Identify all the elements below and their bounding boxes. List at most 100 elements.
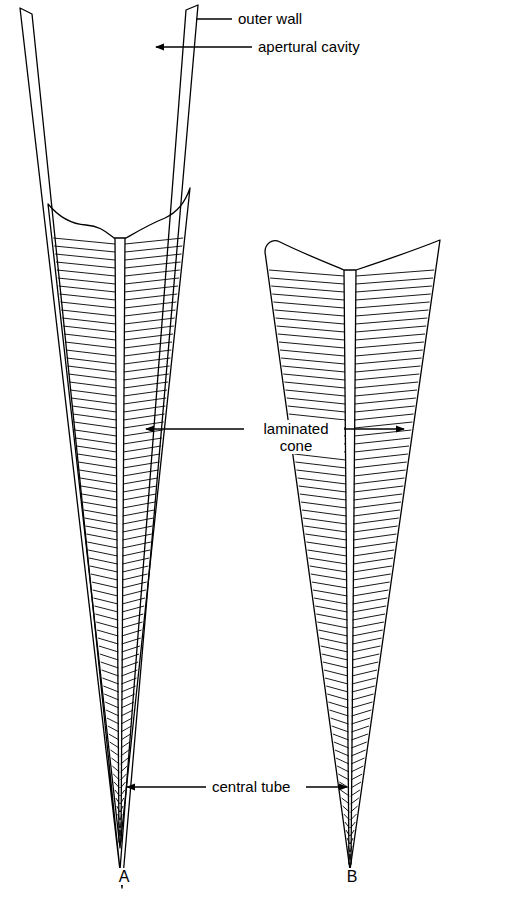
- lamina-stroke: [310, 566, 347, 572]
- part-label: outer wall: [236, 10, 304, 27]
- lamina-stroke: [351, 814, 357, 820]
- lamina-stroke: [299, 486, 347, 492]
- lamina-stroke: [123, 518, 154, 524]
- lamina-stroke: [77, 446, 117, 452]
- lamina-stroke: [80, 478, 117, 484]
- lamina-stroke: [276, 318, 345, 324]
- lamina-stroke: [69, 382, 116, 388]
- lamina-stroke: [105, 702, 119, 708]
- lamina-stroke: [120, 798, 123, 804]
- leader-arrow: [146, 428, 244, 429]
- lamina-stroke: [354, 478, 405, 484]
- lamina-stroke: [123, 438, 162, 444]
- lamina-stroke: [337, 766, 349, 772]
- lamina-stroke: [101, 662, 119, 668]
- lamina-stroke: [274, 310, 344, 316]
- lamina-stroke: [356, 310, 429, 316]
- lamina-stroke: [122, 606, 144, 612]
- lamina-stroke: [78, 462, 117, 468]
- lamina-stroke: [124, 382, 168, 388]
- lamina-stroke: [73, 414, 117, 420]
- lamina-stroke: [353, 550, 394, 556]
- lamina-stroke: [331, 718, 349, 724]
- laminated-cone-outline: [48, 188, 190, 848]
- lamina-stroke: [120, 814, 122, 820]
- lamina-stroke: [123, 534, 152, 540]
- lamina-stroke: [124, 366, 170, 372]
- lamina-stroke: [350, 854, 352, 860]
- lamina-stroke: [112, 766, 119, 772]
- lamina-stroke: [325, 678, 348, 684]
- lamina-stroke: [110, 742, 120, 748]
- lamina-stroke: [326, 686, 348, 692]
- lamina-stroke: [309, 558, 347, 564]
- lamina-stroke: [123, 462, 159, 468]
- lamina-stroke: [121, 774, 127, 780]
- lamina-stroke: [340, 790, 349, 796]
- lamina-stroke: [106, 710, 119, 716]
- lamina-stroke: [354, 438, 410, 444]
- lamina-stroke: [102, 678, 118, 684]
- lamina-stroke: [122, 558, 149, 564]
- lamina-stroke: [353, 526, 397, 532]
- lamina-stroke: [120, 822, 121, 828]
- lamina-stroke: [344, 814, 350, 820]
- lamina-stroke: [334, 742, 349, 748]
- lamina-stroke: [84, 510, 118, 516]
- lamina-stroke: [352, 662, 378, 668]
- lamina-stroke: [121, 750, 129, 756]
- lamina-stroke: [124, 390, 167, 396]
- lamina-stroke: [277, 326, 345, 332]
- lamina-stroke: [355, 342, 424, 348]
- lamina-stroke: [124, 302, 176, 308]
- lamina-stroke: [98, 638, 118, 644]
- lamina-stroke: [329, 710, 348, 716]
- lamina-stroke: [355, 326, 426, 332]
- lamina-stroke: [353, 534, 396, 540]
- leader-line: [196, 18, 232, 19]
- lamina-stroke: [75, 430, 117, 436]
- lamina-stroke: [352, 622, 384, 628]
- lamina-stroke: [333, 734, 349, 740]
- lamina-stroke: [70, 390, 116, 396]
- part-label: apertural cavity: [256, 38, 362, 55]
- lamina-stroke: [296, 470, 346, 476]
- lamina-stroke: [354, 494, 403, 500]
- lamina-stroke: [355, 334, 425, 340]
- lamina-stroke: [123, 446, 161, 452]
- lamina-stroke: [356, 294, 431, 300]
- lamina-stroke: [62, 318, 115, 324]
- lamina-stroke: [351, 758, 364, 764]
- lamina-stroke: [86, 526, 118, 532]
- lamina-stroke: [119, 830, 120, 836]
- lamina-stroke: [121, 678, 136, 684]
- lamina-stroke: [270, 278, 344, 284]
- lamina-stroke: [352, 638, 381, 644]
- lamina-stroke: [120, 782, 125, 788]
- lamina-stroke: [328, 702, 348, 708]
- lamina-stroke: [121, 726, 131, 732]
- lamina-stroke: [350, 822, 355, 828]
- lamina-stroke: [123, 430, 162, 436]
- lamina-stroke: [121, 758, 128, 764]
- lamina-stroke: [121, 766, 128, 772]
- lamina-stroke: [315, 606, 347, 612]
- lamina-stroke: [125, 238, 183, 244]
- lamina-stroke: [124, 342, 172, 348]
- lamina-stroke: [124, 318, 174, 324]
- lamina-stroke: [97, 630, 118, 636]
- lamina-stroke: [124, 358, 170, 364]
- lamina-stroke: [99, 646, 118, 652]
- lamina-stroke: [279, 342, 345, 348]
- lamina-stroke: [123, 486, 157, 492]
- lamina-stroke: [124, 406, 166, 412]
- lamina-stroke: [352, 670, 377, 676]
- lamina-stroke: [356, 270, 434, 276]
- lamina-stroke: [353, 582, 390, 588]
- lamina-stroke: [354, 422, 412, 428]
- lamina-stroke: [123, 422, 163, 428]
- lamina-stroke: [124, 374, 169, 380]
- lamina-stroke: [351, 718, 370, 724]
- lamina-stroke: [122, 550, 150, 556]
- lamina-stroke: [354, 510, 400, 516]
